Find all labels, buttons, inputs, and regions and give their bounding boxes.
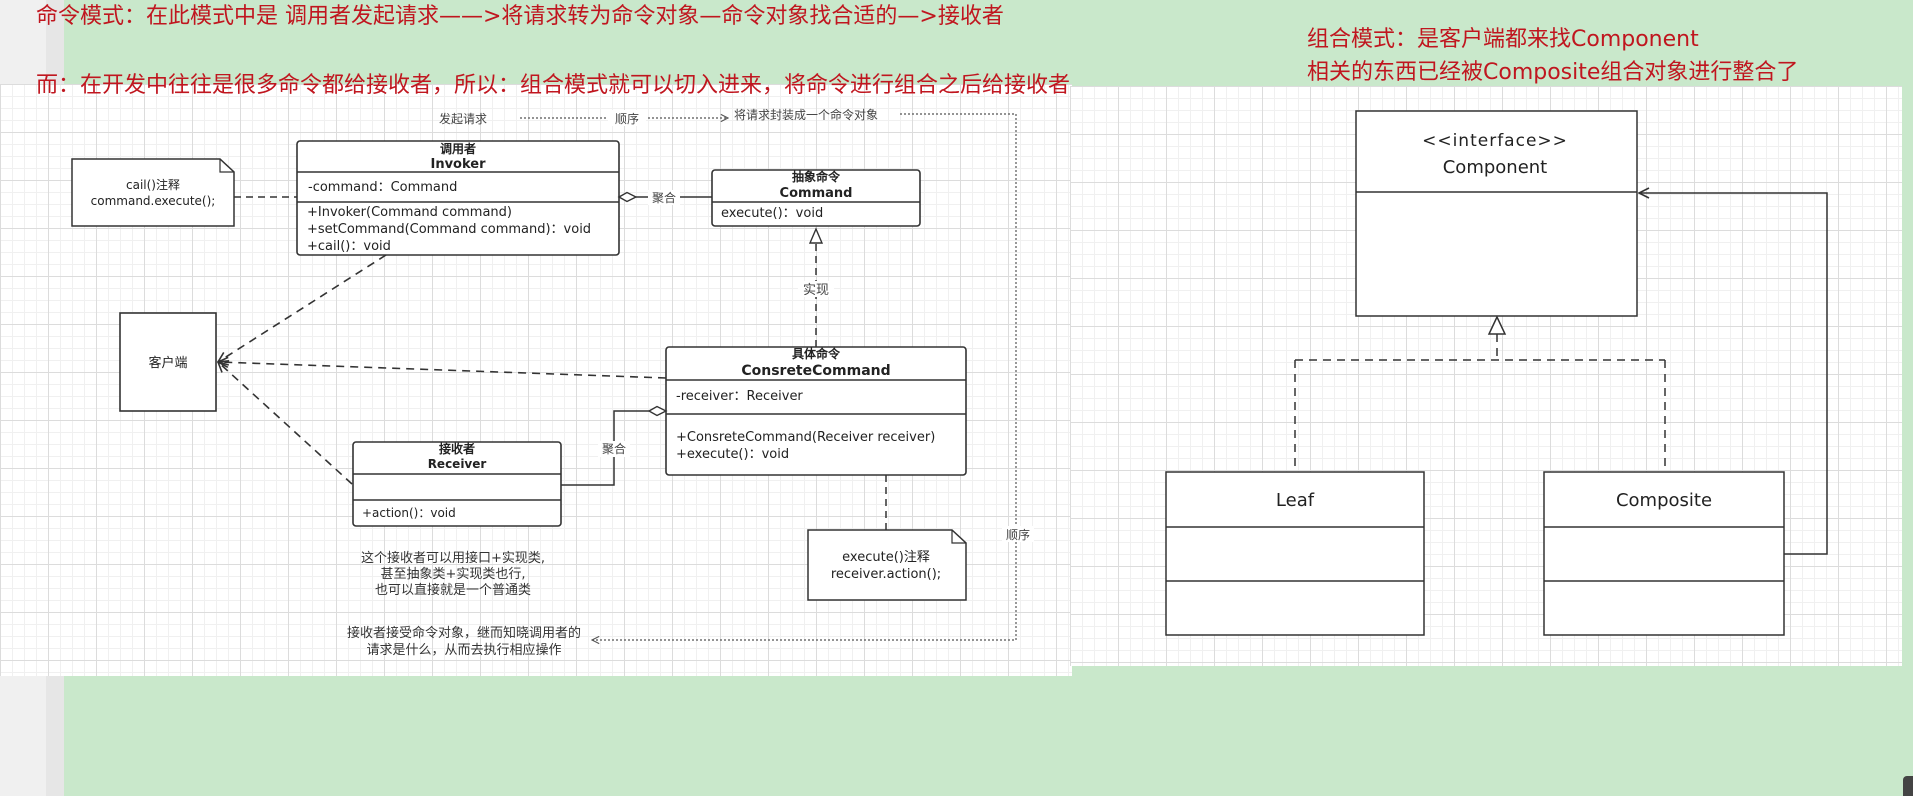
dependency-arrows xyxy=(218,254,667,485)
invoker-title-en: Invoker xyxy=(430,157,486,172)
class-invoker: 调用者 Invoker -command：Command +Invoker(Co… xyxy=(296,140,620,256)
composite-note-line2: 相关的东西已经被Composite组合对象进行整合了 xyxy=(1307,60,1799,85)
invoker-method-2: +setCommand(Command command)：void xyxy=(307,222,591,237)
concrete-command-method-2: +execute()：void xyxy=(676,447,789,462)
class-composite: Composite xyxy=(1543,471,1785,636)
sequence-arrow-top: 发起请求 顺序 将请求封装成一个命令对象 顺序 xyxy=(439,107,1034,640)
receiver-caption-line2: 甚至抽象类+实现类也行, xyxy=(380,567,525,582)
abstract-command-title-cn: 抽象命令 xyxy=(792,169,841,184)
component-name: Component xyxy=(1443,157,1548,178)
note-cail: cail()注释 command.execute(); xyxy=(71,158,235,227)
label-order-top: 顺序 xyxy=(615,111,639,126)
receiver-caption-line1: 这个接收者可以用接口+实现类, xyxy=(361,550,545,566)
receiver-caption-line3: 也可以直接就是一个普通类 xyxy=(375,582,531,598)
label-implement: 实现 xyxy=(803,283,829,298)
note-cail-line2: command.execute(); xyxy=(91,194,216,208)
note-execute-line1: execute()注释 xyxy=(842,550,930,565)
concrete-command-title-cn: 具体命令 xyxy=(792,346,841,361)
receiver-method: +action()：void xyxy=(362,506,456,520)
invoker-method-1: +Invoker(Command command) xyxy=(307,205,512,220)
composite-note-line1: 组合模式：是客户端都来找Component xyxy=(1307,27,1699,52)
invoker-method-3: +cail()：void xyxy=(307,239,391,254)
invoker-title-cn: 调用者 xyxy=(440,141,476,156)
class-abstract-command: 抽象命令 Command execute()：void xyxy=(711,169,921,227)
invoker-attr: -command：Command xyxy=(308,180,457,195)
receive-caption-line2: 请求是什么，从而去执行相应操作 xyxy=(366,642,561,658)
composite-name: Composite xyxy=(1616,490,1712,511)
label-aggregate-1: 聚合 xyxy=(652,190,676,205)
concrete-command-attr: -receiver：Receiver xyxy=(676,389,803,404)
abstract-command-title-en: Command xyxy=(780,186,853,201)
receiver-title-en: Receiver xyxy=(428,457,487,471)
scrollbar-thumb[interactable] xyxy=(1903,776,1913,796)
component-stereotype: <<interface>> xyxy=(1422,131,1568,151)
class-leaf: Leaf xyxy=(1165,471,1425,636)
realization-arrow: 实现 xyxy=(798,227,834,347)
class-receiver: 接收者 Receiver +action()：void xyxy=(352,441,562,527)
receive-caption-line1: 接收者接受命令对象，继而知晓调用者的 xyxy=(347,625,581,641)
label-order-right: 顺序 xyxy=(1006,527,1030,542)
aggregation-invoker-command: 聚合 xyxy=(617,190,712,205)
class-component: <<interface>> Component xyxy=(1355,110,1638,317)
client-box: 客户端 xyxy=(119,312,217,412)
abstract-command-method: execute()：void xyxy=(721,206,823,221)
label-aggregate-2: 聚合 xyxy=(602,441,626,456)
label-initiate-request: 发起请求 xyxy=(439,111,487,126)
leaf-name: Leaf xyxy=(1276,490,1315,511)
note-cail-line1: cail()注释 xyxy=(126,177,180,192)
concrete-command-method-1: +ConsreteCommand(Receiver receiver) xyxy=(676,430,935,445)
receiver-title-cn: 接收者 xyxy=(439,441,475,456)
aggregation-receiver-command: 聚合 xyxy=(561,405,668,486)
note-execute-line2: receiver.action(); xyxy=(831,567,941,582)
concrete-command-title-en: ConsreteCommand xyxy=(741,363,890,379)
component-realization xyxy=(1294,315,1666,472)
composite-to-component-association xyxy=(1639,193,1828,555)
label-wrap-command: 将请求封装成一个命令对象 xyxy=(734,107,878,122)
note-execute: execute()注释 receiver.action(); xyxy=(807,529,967,601)
receive-caption: 接收者接受命令对象，继而知晓调用者的 请求是什么，从而去执行相应操作 xyxy=(347,625,581,658)
client-label: 客户端 xyxy=(148,355,187,371)
command-pattern-note: 命令模式：在此模式中是 调用者发起请求——>将请求转为命令对象—命令对象找合适的… xyxy=(36,4,1004,29)
class-concrete-command: 具体命令 ConsreteCommand -receiver：Receiver … xyxy=(665,346,967,476)
combine-note: 而：在开发中往往是很多命令都给接收者，所以：组合模式就可以切入进来，将命令进行组… xyxy=(36,73,1071,98)
receiver-caption: 这个接收者可以用接口+实现类, 甚至抽象类+实现类也行, 也可以直接就是一个普通… xyxy=(361,550,545,598)
